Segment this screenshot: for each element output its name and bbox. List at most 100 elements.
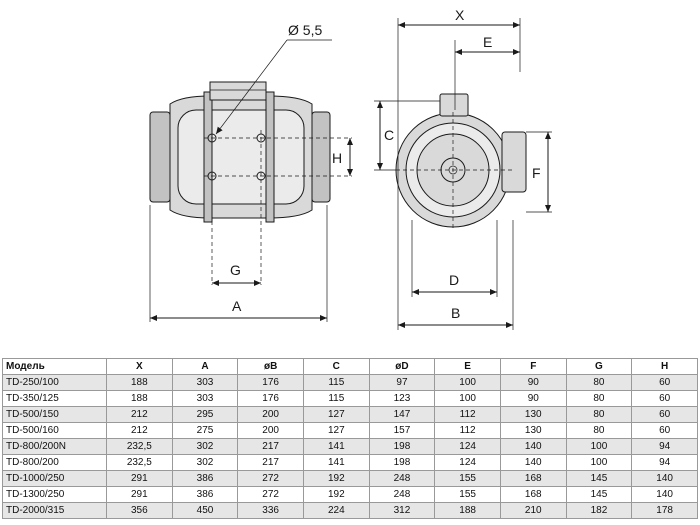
technical-drawing: Ø 5,5 H G A [149, 7, 552, 330]
value-cell: 291 [106, 486, 173, 503]
value-cell: 386 [171, 470, 239, 487]
value-cell: 97 [368, 374, 436, 391]
value-cell: 130 [499, 406, 567, 423]
model-cell: TD-500/160 [2, 422, 107, 439]
value-cell: 60 [631, 406, 698, 423]
inner-panel [177, 109, 305, 205]
top-boss [439, 93, 469, 117]
column-header: Модель [2, 358, 107, 375]
value-cell: 188 [106, 374, 173, 391]
value-cell: 291 [106, 470, 173, 487]
value-cell: 303 [171, 390, 239, 407]
value-cell: 90 [499, 390, 567, 407]
column-header: øD [368, 358, 436, 375]
column-header: G [565, 358, 633, 375]
column-header: E [434, 358, 501, 375]
value-cell: 140 [631, 486, 698, 503]
value-cell: 60 [631, 422, 698, 439]
value-cell: 100 [434, 374, 501, 391]
value-cell: 217 [237, 454, 304, 471]
value-cell: 127 [302, 406, 370, 423]
value-cell: 356 [106, 502, 173, 519]
value-cell: 168 [499, 470, 567, 487]
left-spigot [149, 111, 171, 203]
value-cell: 80 [565, 390, 633, 407]
value-cell: 303 [171, 374, 239, 391]
front-view: X E C F D B [374, 7, 552, 330]
value-cell: 115 [302, 374, 370, 391]
model-cell: TD-800/200 [2, 454, 107, 471]
value-cell: 275 [171, 422, 239, 439]
dimension-c-label: C [384, 127, 394, 143]
value-cell: 192 [302, 486, 370, 503]
value-cell: 212 [106, 422, 173, 439]
value-cell: 147 [368, 406, 436, 423]
value-cell: 210 [499, 502, 567, 519]
model-cell: TD-500/150 [2, 406, 107, 423]
value-cell: 386 [171, 486, 239, 503]
value-cell: 155 [434, 470, 501, 487]
value-cell: 198 [368, 438, 436, 455]
value-cell: 212 [106, 406, 173, 423]
value-cell: 127 [302, 422, 370, 439]
value-cell: 302 [171, 454, 239, 471]
value-cell: 232,5 [106, 438, 173, 455]
column-header: øB [237, 358, 304, 375]
value-cell: 112 [434, 422, 501, 439]
value-cell: 295 [171, 406, 239, 423]
value-cell: 200 [237, 406, 304, 423]
model-cell: TD-1300/250 [2, 486, 107, 503]
value-cell: 80 [565, 406, 633, 423]
dimension-d-label: D [449, 272, 459, 288]
column-header: C [302, 358, 370, 375]
value-cell: 450 [171, 502, 239, 519]
model-cell: TD-250/100 [2, 374, 107, 391]
dimension-f-label: F [532, 165, 541, 181]
value-cell: 157 [368, 422, 436, 439]
column-header: A [171, 358, 239, 375]
terminal-box [209, 81, 267, 101]
value-cell: 123 [368, 390, 436, 407]
dimension-e-label: E [483, 34, 492, 50]
hole-diameter-label: Ø 5,5 [288, 22, 322, 38]
right-spigot [311, 111, 331, 203]
value-cell: 182 [565, 502, 633, 519]
value-cell: 145 [565, 486, 633, 503]
value-cell: 141 [302, 438, 370, 455]
value-cell: 124 [434, 438, 501, 455]
value-cell: 100 [434, 390, 501, 407]
value-cell: 140 [499, 438, 567, 455]
model-cell: TD-350/125 [2, 390, 107, 407]
dimension-g-label: G [230, 262, 241, 278]
value-cell: 192 [302, 470, 370, 487]
value-cell: 248 [368, 470, 436, 487]
value-cell: 176 [237, 390, 304, 407]
value-cell: 224 [302, 502, 370, 519]
column-header: X [106, 358, 173, 375]
value-cell: 94 [631, 438, 698, 455]
value-cell: 140 [499, 454, 567, 471]
value-cell: 217 [237, 438, 304, 455]
value-cell: 272 [237, 470, 304, 487]
value-cell: 155 [434, 486, 501, 503]
value-cell: 232,5 [106, 454, 173, 471]
value-cell: 178 [631, 502, 698, 519]
value-cell: 168 [499, 486, 567, 503]
dimension-x-label: X [455, 7, 465, 23]
value-cell: 112 [434, 406, 501, 423]
right-clamp [265, 91, 275, 223]
value-cell: 248 [368, 486, 436, 503]
value-cell: 80 [565, 422, 633, 439]
value-cell: 80 [565, 374, 633, 391]
model-cell: TD-1000/250 [2, 470, 107, 487]
